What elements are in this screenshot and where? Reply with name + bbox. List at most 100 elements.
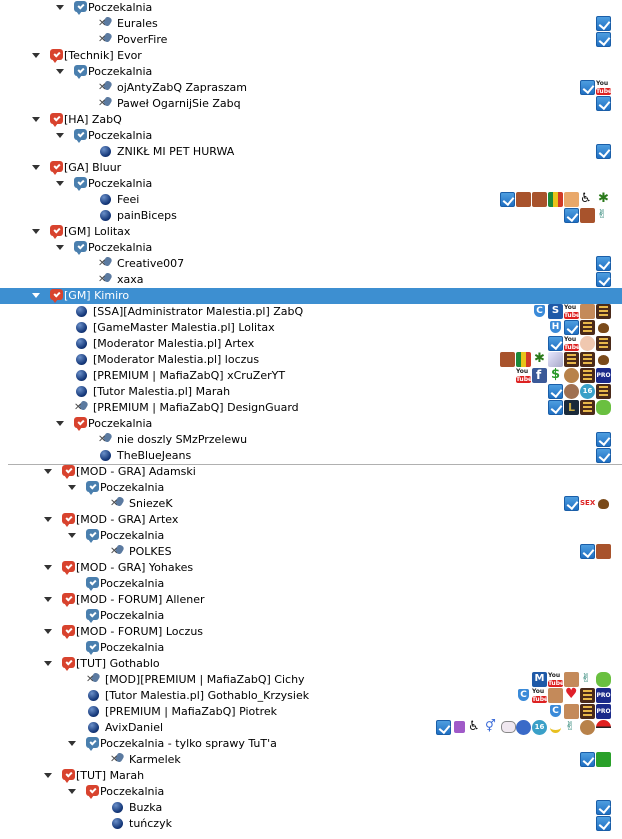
channel-row[interactable]: Poczekalnia	[0, 176, 622, 192]
channel-name: [MOD - FORUM] Allener	[76, 593, 205, 606]
channel-row[interactable]: Poczekalnia	[0, 528, 622, 544]
channel-row[interactable]: Poczekalnia	[0, 64, 622, 80]
user-row[interactable]: nie doszly SMzPrzelewu	[0, 432, 622, 448]
user-row[interactable]: [SSA][Administrator Malestia.pl] ZabQ	[0, 304, 622, 320]
channel-row[interactable]: [Technik] Evor	[0, 48, 622, 64]
user-name: AvixDaniel	[105, 721, 164, 734]
channel-red-icon	[86, 785, 99, 799]
user-status-icon	[88, 722, 99, 733]
channel-row[interactable]: Poczekalnia	[0, 608, 622, 624]
channel-row[interactable]: Poczekalnia	[0, 640, 622, 656]
verified-check-icon	[580, 752, 595, 767]
user-status-icon	[112, 802, 123, 813]
channel-row[interactable]: Poczekalnia	[0, 480, 622, 496]
expand-arrow-icon[interactable]	[44, 517, 52, 522]
user-row[interactable]: [MOD][PREMIUM | MafiaZabQ] Cichy	[0, 671, 622, 688]
user-status-icon	[76, 354, 87, 365]
expand-arrow-icon[interactable]	[32, 293, 40, 298]
channel-row[interactable]: Poczekalnia	[0, 240, 622, 256]
user-row[interactable]: [Tutor Malestia.pl] Marah	[0, 384, 622, 400]
user-row[interactable]: ojAntyZabQ Zapraszam	[0, 80, 622, 96]
user-row[interactable]: Feei	[0, 191, 622, 208]
user-row[interactable]: Karmelek	[0, 752, 622, 768]
user-row[interactable]: [PREMIUM | MafiaZabQ] DesignGuard	[0, 400, 622, 416]
user-row[interactable]: ZNIKŁ MI PET HURWA	[0, 144, 622, 160]
expand-arrow-icon[interactable]	[44, 597, 52, 602]
user-name: Buzka	[129, 801, 163, 814]
gem-icon	[548, 352, 563, 367]
channel-row[interactable]: Poczekalnia	[0, 416, 622, 432]
user-row[interactable]: [Moderator Malestia.pl] loczus	[0, 351, 622, 368]
expand-arrow-icon[interactable]	[56, 5, 64, 10]
heart-icon	[564, 686, 579, 703]
user-row[interactable]: [PREMIUM | MafiaZabQ] Piotrek	[0, 704, 622, 720]
user-row[interactable]: [Tutor Malestia.pl] Gothablo_Krzysiek	[0, 686, 622, 704]
channel-row[interactable]: [MOD - GRA] Adamski	[0, 464, 622, 480]
channel-row[interactable]: [HA] ZabQ	[0, 112, 622, 128]
user-row[interactable]: POLKES	[0, 544, 622, 560]
user-row[interactable]: Creative007	[0, 256, 622, 272]
expand-arrow-icon[interactable]	[44, 469, 52, 474]
expand-arrow-icon[interactable]	[68, 533, 76, 538]
user-row[interactable]: [PREMIUM | MafiaZabQ] xCruZerYT	[0, 367, 622, 384]
user-status-icon	[76, 370, 87, 381]
channel-row[interactable]: [GM] Kimiro	[0, 288, 622, 304]
user-row[interactable]: painBiceps	[0, 207, 622, 224]
expand-arrow-icon[interactable]	[68, 741, 76, 746]
channel-row[interactable]: [GM] Lolitax	[0, 224, 622, 240]
channel-row[interactable]: Poczekalnia	[0, 784, 622, 800]
user-badges	[596, 144, 611, 160]
expand-arrow-icon[interactable]	[68, 485, 76, 490]
verified-check-icon	[596, 816, 611, 831]
channel-row[interactable]: Poczekalnia	[0, 576, 622, 592]
channel-row[interactable]: [TUT] Gothablo	[0, 656, 622, 672]
expand-arrow-icon[interactable]	[32, 229, 40, 234]
user-row[interactable]: tuńczyk	[0, 816, 622, 832]
channel-row[interactable]: [MOD - FORUM] Allener	[0, 592, 622, 608]
expand-arrow-icon[interactable]	[68, 789, 76, 794]
user-row[interactable]: Paweł OgarnijSie Zabq	[0, 96, 622, 112]
channel-name: Poczekalnia	[100, 785, 165, 798]
expand-arrow-icon[interactable]	[56, 421, 64, 426]
channel-name: Poczekalnia	[88, 1, 153, 14]
channel-row[interactable]: [TUT] Marah	[0, 768, 622, 784]
expand-arrow-icon[interactable]	[56, 181, 64, 186]
channel-name: [TUT] Gothablo	[76, 657, 160, 670]
channel-row[interactable]: [MOD - GRA] Yohakes	[0, 560, 622, 576]
expand-arrow-icon[interactable]	[56, 69, 64, 74]
verified-check-icon	[596, 800, 611, 815]
channel-row[interactable]: [GA] Bluur	[0, 160, 622, 176]
user-row[interactable]: SniezeK	[0, 496, 622, 512]
poop-icon	[596, 320, 611, 335]
channel-row[interactable]: Poczekalnia	[0, 0, 622, 16]
expand-arrow-icon[interactable]	[56, 245, 64, 250]
channel-row[interactable]: Poczekalnia	[0, 128, 622, 144]
expand-arrow-icon[interactable]	[32, 117, 40, 122]
user-row[interactable]: PoverFire	[0, 32, 622, 48]
expand-arrow-icon[interactable]	[44, 773, 52, 778]
achievement-icon	[596, 384, 611, 399]
user-row[interactable]: [GameMaster Malestia.pl] Lolitax	[0, 320, 622, 336]
user-status-icon	[100, 450, 111, 461]
user-badges	[500, 351, 611, 368]
user-name: Creative007	[117, 257, 185, 270]
user-row[interactable]: xaxa	[0, 272, 622, 288]
user-row[interactable]: Buzka	[0, 800, 622, 816]
expand-arrow-icon[interactable]	[32, 165, 40, 170]
user-row[interactable]: Eurales	[0, 16, 622, 32]
facebook-icon	[532, 368, 547, 383]
expand-arrow-icon[interactable]	[56, 133, 64, 138]
expand-arrow-icon[interactable]	[44, 629, 52, 634]
user-row[interactable]: AvixDaniel	[0, 719, 622, 736]
channel-row[interactable]: Poczekalnia - tylko sprawy TuT'a	[0, 736, 622, 752]
user-row[interactable]: TheBlueJeans	[0, 448, 622, 464]
user-badges	[580, 544, 611, 560]
expand-arrow-icon[interactable]	[44, 661, 52, 666]
expand-arrow-icon[interactable]	[44, 565, 52, 570]
expand-arrow-icon[interactable]	[32, 53, 40, 58]
user-name: Karmelek	[129, 753, 181, 766]
bear-icon	[564, 384, 579, 399]
user-row[interactable]: [Moderator Malestia.pl] Artex	[0, 336, 622, 352]
channel-row[interactable]: [MOD - GRA] Artex	[0, 512, 622, 528]
channel-row[interactable]: [MOD - FORUM] Loczus	[0, 624, 622, 640]
